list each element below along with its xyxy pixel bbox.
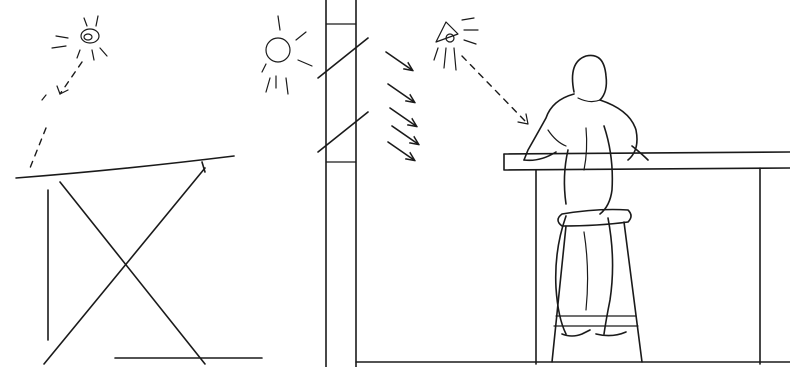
bar-stool <box>551 208 643 363</box>
left-panel <box>15 15 263 365</box>
overhead-lamp-icon <box>51 15 108 61</box>
sunlight-arrow <box>385 51 412 70</box>
counter-desk <box>355 151 790 365</box>
right-panel <box>261 0 790 367</box>
sunlight-arrow <box>387 83 414 102</box>
direct-sunlight-arrows <box>385 51 418 160</box>
table-with-crossed-legs <box>15 155 263 365</box>
sunlight-arrow <box>391 125 418 144</box>
seated-person <box>523 54 649 337</box>
desk-lamp-icon <box>433 17 529 125</box>
sunlight-arrow <box>387 141 414 160</box>
sun-icon <box>261 15 313 95</box>
window-with-slats <box>317 0 369 367</box>
sunlight-arrow <box>389 107 416 126</box>
dashed-light-path <box>29 61 83 169</box>
